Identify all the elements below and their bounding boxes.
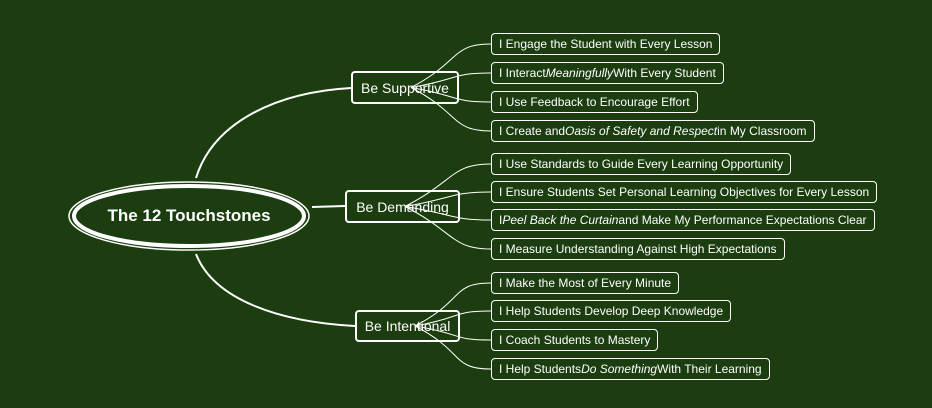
leaf-label: and Make My Performance Expectations Cle… [618, 213, 867, 227]
leaf-node[interactable]: I Use Feedback to Encourage Effort [491, 91, 698, 113]
leaf-node[interactable]: I Create and Oasis of Safety and Respect… [491, 120, 815, 142]
connector-branch-leaf [404, 206, 492, 221]
connector-branch-leaf [414, 282, 492, 327]
branch-label: Be Intentional [364, 318, 451, 334]
leaf-label-italic: Oasis of Safety and Respect [565, 124, 718, 138]
leaf-label: With Their Learning [657, 362, 762, 376]
leaf-label: I Create and [499, 124, 566, 138]
leaf-label: With Every Student [613, 66, 716, 80]
leaf-node[interactable]: I Help Students Do Something With Their … [491, 358, 770, 380]
branch-be-intentional[interactable]: Be Intentional [355, 310, 460, 342]
leaf-label: I Make the Most of Every Minute [499, 276, 672, 290]
connector-branch-leaf [404, 163, 492, 207]
connector-branch-leaf [404, 206, 492, 250]
connector-branch-leaf [410, 87, 492, 132]
root-node[interactable]: The 12 Touchstones [66, 179, 312, 253]
leaf-label-italic: Do Something [581, 362, 658, 376]
leaf-node[interactable]: I Engage the Student with Every Lesson [491, 33, 721, 55]
connector-root-demanding [311, 205, 346, 208]
leaf-label: I Help Students Develop Deep Knowledge [499, 304, 724, 318]
leaf-label: I Interact [499, 66, 546, 80]
root-ellipse [68, 181, 310, 251]
connector-branch-leaf [404, 191, 492, 207]
leaf-label: I Ensure Students Set Personal Learning … [499, 185, 870, 199]
leaf-node[interactable]: I Use Standards to Guide Every Learning … [491, 153, 792, 175]
leaf-node[interactable]: I Ensure Students Set Personal Learning … [491, 181, 878, 203]
branch-be-demanding[interactable]: Be Demanding [345, 190, 460, 223]
connector-branch-leaf [410, 87, 492, 103]
connector-branch-leaf [410, 72, 492, 88]
connector-branch-leaf [414, 325, 492, 370]
leaf-node[interactable]: I Make the Most of Every Minute [491, 272, 680, 294]
leaf-label-italic: Peel Back the Curtain [502, 213, 619, 227]
connector-branch-leaf [414, 310, 492, 327]
leaf-label: I Measure Understanding Against High Exp… [499, 242, 777, 256]
leaf-label: I Engage the Student with Every Lesson [499, 37, 713, 51]
leaf-label: I Use Feedback to Encourage Effort [499, 95, 690, 109]
branch-label: Be Demanding [356, 198, 449, 215]
leaf-label: I [499, 213, 503, 227]
connector-root-supportive [195, 87, 352, 179]
connector-root-intentional [195, 253, 356, 327]
leaf-node[interactable]: I Coach Students to Mastery [491, 329, 659, 351]
leaf-node[interactable]: I Peel Back the Curtain and Make My Perf… [491, 209, 875, 231]
leaf-node[interactable]: I Help Students Develop Deep Knowledge [491, 300, 732, 322]
leaf-label: I Use Standards to Guide Every Learning … [499, 157, 784, 171]
branch-label: Be Supportive [361, 79, 449, 96]
leaf-node[interactable]: I Measure Understanding Against High Exp… [491, 238, 785, 260]
leaf-node[interactable]: I Interact Meaningfully With Every Stude… [491, 62, 724, 84]
connector-branch-leaf [410, 43, 492, 88]
leaf-label-italic: Meaningfully [545, 66, 614, 80]
root-label: The 12 Touchstones [107, 206, 271, 225]
leaf-label: in My Classroom [717, 124, 807, 138]
leaf-label: I Help Students [499, 362, 582, 376]
connector-branch-leaf [414, 325, 492, 341]
leaf-label: I Coach Students to Mastery [499, 333, 651, 347]
branch-be-supportive[interactable]: Be Supportive [351, 71, 459, 104]
